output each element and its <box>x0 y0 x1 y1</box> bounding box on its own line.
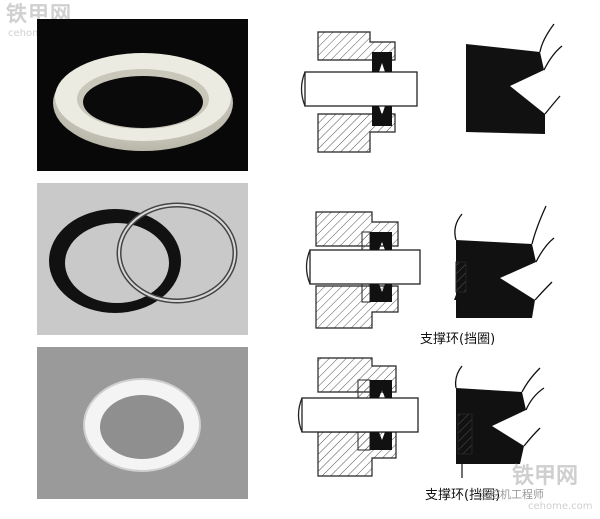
watermark-author-bottom-right: @挖机工程师 <box>478 488 544 501</box>
caption-backup-ring-row2: 支撑环(挡圈) <box>420 332 496 347</box>
rod-row1 <box>300 71 418 107</box>
seal-detail-row3 <box>454 365 545 464</box>
seal-and-backup-ring-image <box>49 202 238 313</box>
rod-row2 <box>305 249 421 285</box>
watermark-url-bottom-right: cehome.com <box>528 501 593 512</box>
backup-ring-seal-section-row2 <box>361 231 392 303</box>
arrow-backup-ring-row2 <box>454 292 460 314</box>
u-seal-detail-row1 <box>466 23 563 134</box>
white-ring-image <box>83 378 201 472</box>
watermark-title-bottom-right: 铁甲网 <box>512 464 579 489</box>
arrow-backup-ring-row3 <box>459 456 465 478</box>
photo-white-seal-ring <box>37 347 248 499</box>
photo-pu-u-seal <box>37 19 248 171</box>
seal-detail-row2 <box>454 205 555 318</box>
rod-row3 <box>297 397 419 433</box>
u-seal-section-row1 <box>372 52 392 126</box>
backup-ring-seal-section-row3 <box>357 379 392 451</box>
caption-backup-ring-row3: 支撑环(挡圈) <box>425 488 501 503</box>
u-seal-ring-image <box>53 53 233 151</box>
photo-seal-with-backup-ring <box>37 183 248 335</box>
